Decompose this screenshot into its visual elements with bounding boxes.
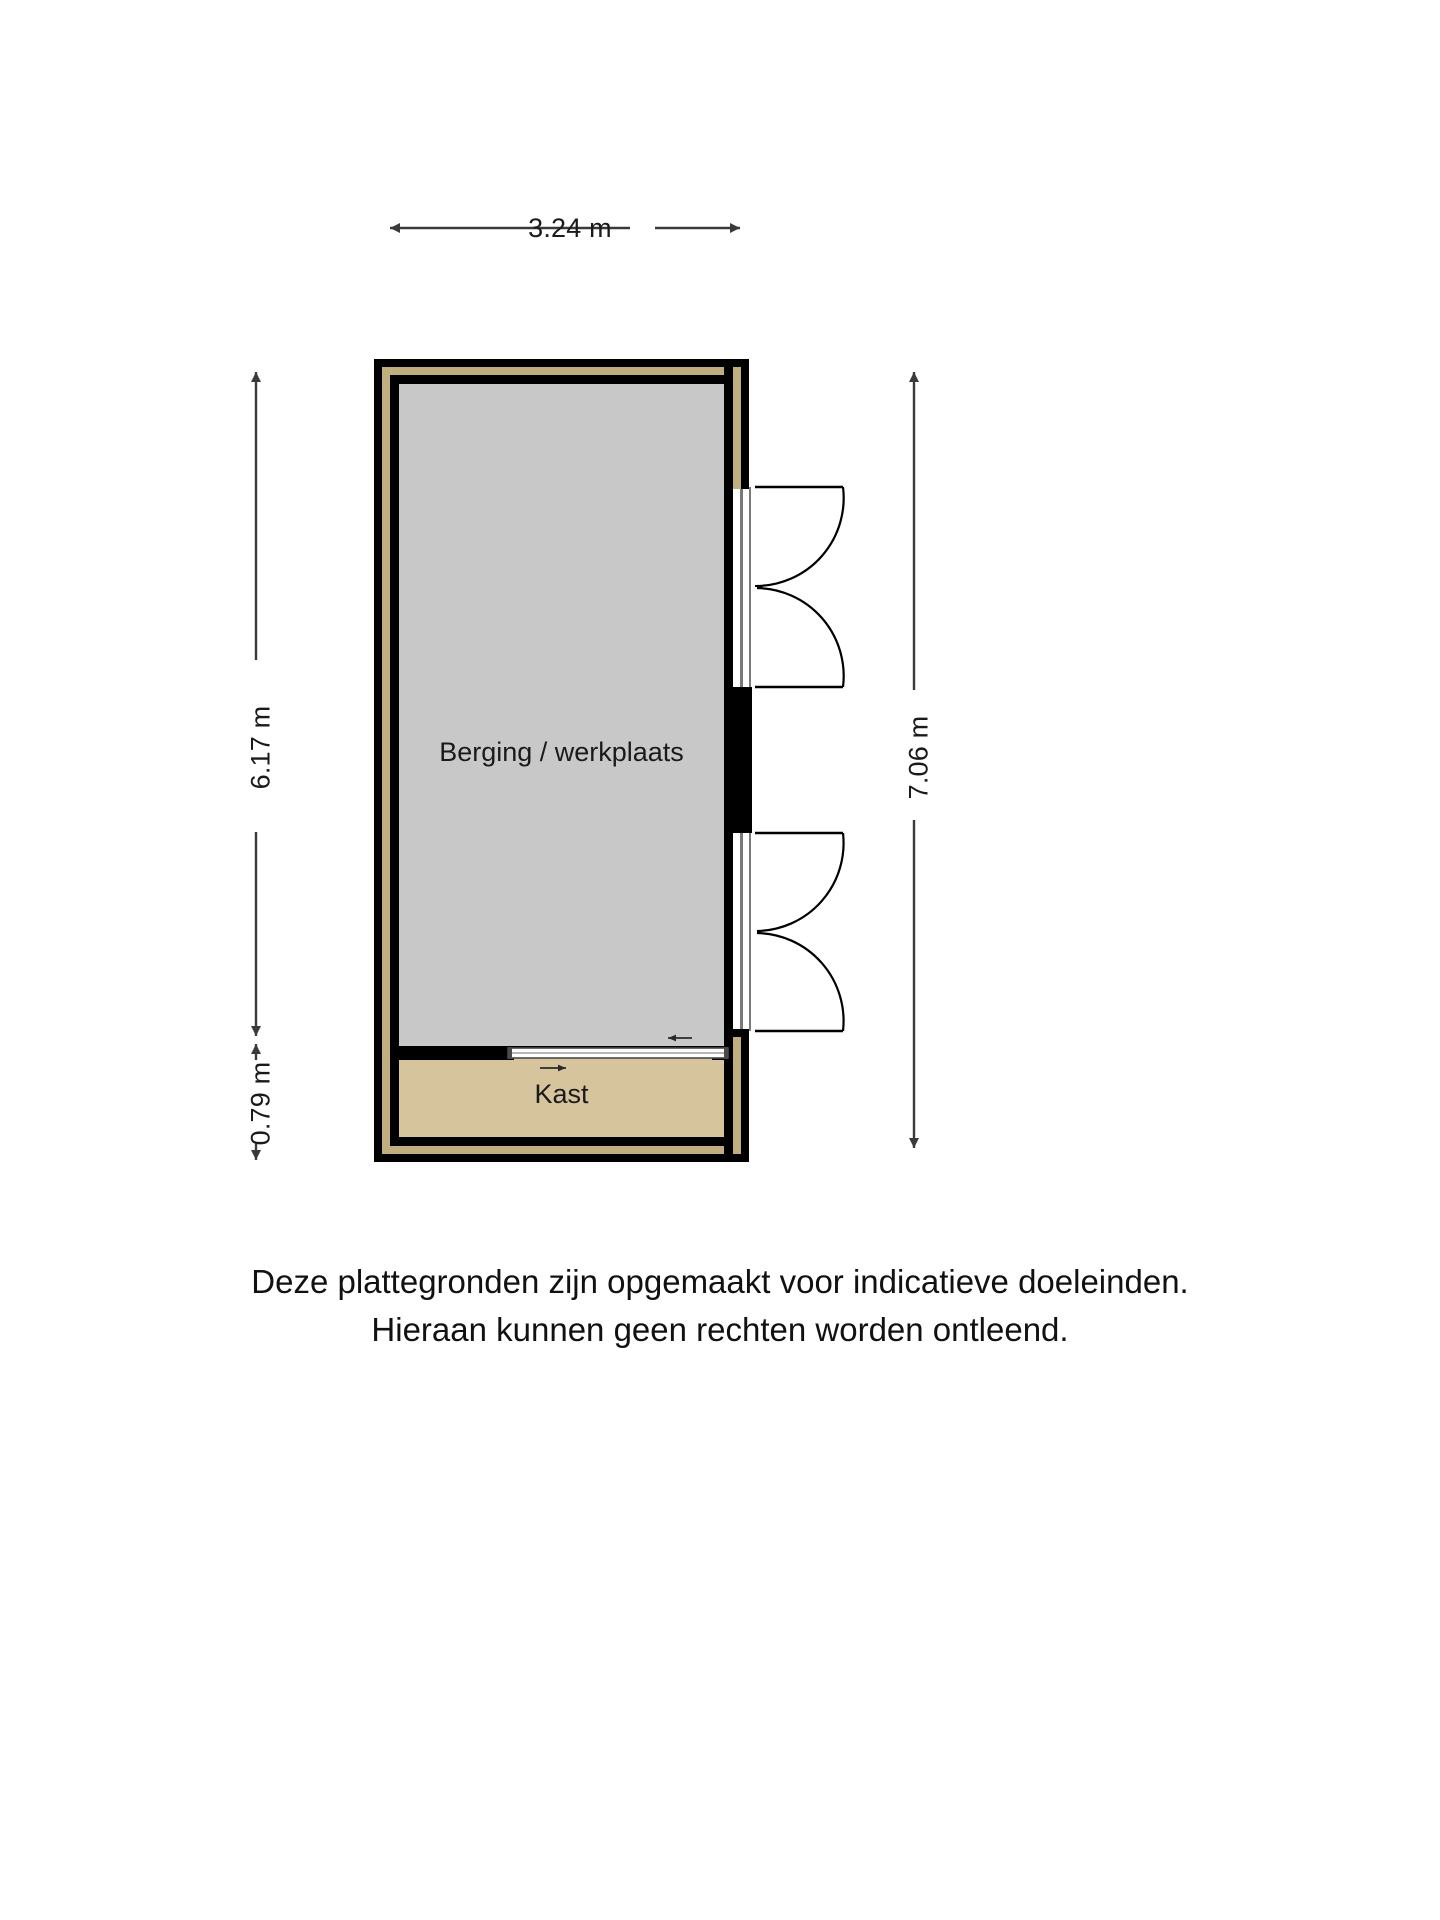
- dimension-label-right: 7.06 m: [903, 715, 934, 800]
- wall-pier-middle-core: [733, 695, 744, 825]
- door-opening-upper: [733, 487, 755, 687]
- wall-right-top-core: [733, 367, 741, 489]
- door-opening-lower: [733, 833, 755, 1031]
- floorplan-drawing: [251, 223, 919, 1162]
- sliding-door-stop-right: [724, 1047, 728, 1059]
- door-swing-lower: [755, 831, 845, 1033]
- disclaimer: Deze plattegronden zijn opgemaakt voor i…: [0, 1258, 1440, 1354]
- door-arc-upper-2: [756, 586, 845, 688]
- disclaimer-line-1: Deze plattegronden zijn opgemaakt voor i…: [251, 1263, 1189, 1300]
- disclaimer-line-2: Hieraan kunnen geen rechten worden ontle…: [371, 1311, 1069, 1348]
- dimension-label-left-upper: 6.17 m: [245, 705, 276, 790]
- door-swing-upper: [755, 485, 845, 689]
- room-label-berging: Berging / werkplaats: [439, 737, 684, 767]
- door-jamb-upper-a: [740, 487, 743, 687]
- door-jamb-lower-b: [749, 833, 751, 1031]
- dimension-label-top: 3.24 m: [528, 213, 612, 243]
- closet-partition-left: [399, 1046, 514, 1060]
- sliding-door-kast: [507, 1047, 729, 1059]
- room-label-kast: Kast: [534, 1079, 589, 1109]
- wall-right-bottom-core: [733, 1037, 741, 1154]
- dimension-label-left-lower: 0.79 m: [245, 1061, 276, 1146]
- room-floor-berging: [399, 384, 724, 1046]
- door-jamb-lower-a: [740, 833, 743, 1031]
- door-arc-lower-1: [756, 832, 845, 933]
- door-arc-lower-2: [756, 931, 845, 1032]
- door-jamb-upper-b: [749, 487, 751, 687]
- sliding-door-stop-left: [508, 1047, 512, 1059]
- door-arc-upper-1: [756, 486, 845, 588]
